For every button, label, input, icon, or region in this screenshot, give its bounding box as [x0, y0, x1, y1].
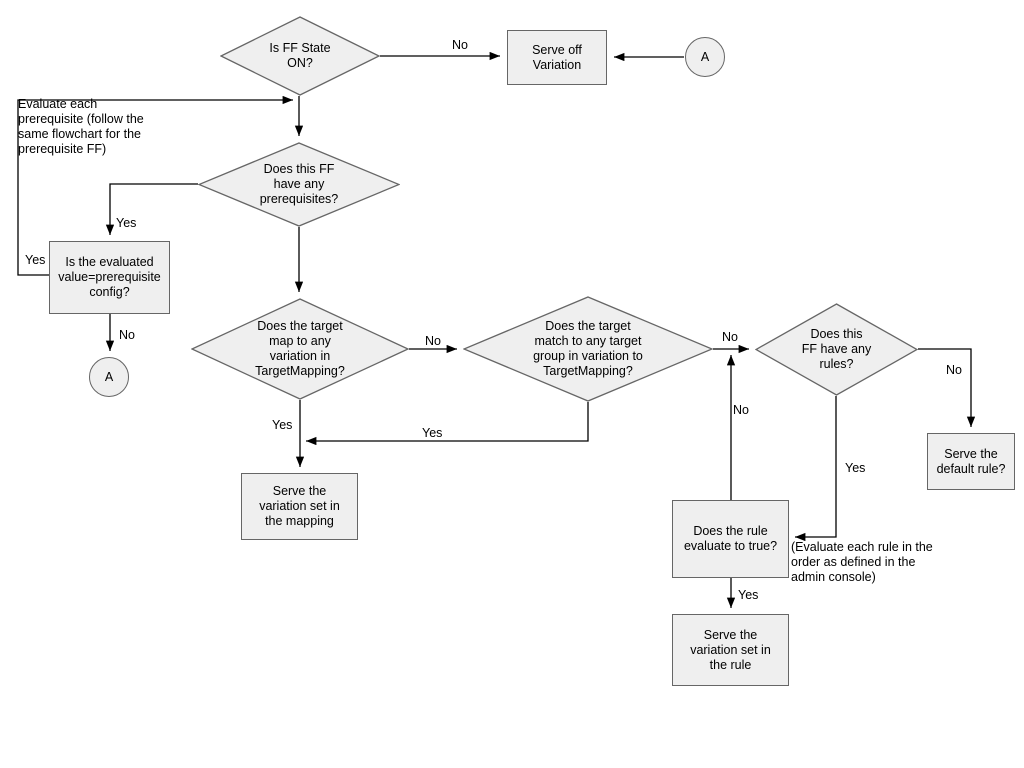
- edge-label-targetmap-yes: Yes: [272, 418, 293, 432]
- node-has-prerequisites[interactable]: Does this FF have any prerequisites?: [198, 142, 400, 227]
- edge-rules-yes: [795, 396, 837, 542]
- edge-label-ruletrue-no: No: [733, 403, 749, 417]
- edge-label-targetmatch-yes: Yes: [422, 426, 443, 440]
- node-ff-has-rules[interactable]: Does this FF have any rules?: [755, 303, 918, 396]
- node-does-rule-evaluate-true[interactable]: Does the rule evaluate to true?: [672, 500, 789, 578]
- edge-label-prereq-yes: Yes: [116, 216, 137, 230]
- node-label: Is FF State ON?: [269, 41, 331, 70]
- edge-label-rules-yes: Yes: [845, 461, 866, 475]
- node-serve-off-variation[interactable]: Serve off Variation: [507, 30, 607, 85]
- node-label: Serve the variation set in the mapping: [259, 484, 340, 528]
- node-label: Does the target match to any target grou…: [533, 319, 643, 378]
- node-target-match-target-group[interactable]: Does the target match to any target grou…: [463, 296, 713, 402]
- edge-evaluated-yes: [17, 95, 293, 276]
- node-label: Does this FF have any prerequisites?: [259, 162, 339, 206]
- node-label: Serve the variation set in the rule: [690, 627, 771, 672]
- edge-label-rules-no: No: [946, 363, 962, 377]
- node-serve-variation-set-in-rule[interactable]: Serve the variation set in the rule: [672, 614, 789, 686]
- node-label: Does this FF have any rules?: [801, 327, 872, 371]
- edge-prereq-yes: [105, 183, 198, 235]
- node-target-map-to-variation[interactable]: Does the target map to any variation in …: [191, 298, 409, 400]
- connector-a-top[interactable]: A: [685, 37, 725, 77]
- note-prerequisite: Evaluate each prerequisite (follow the s…: [18, 97, 144, 156]
- node-serve-default-rule[interactable]: Serve the default rule?: [927, 433, 1015, 490]
- node-label: Is the evaluated value=prerequisite conf…: [58, 255, 161, 299]
- connector-label: A: [104, 369, 114, 384]
- connector-a-bottom[interactable]: A: [89, 357, 129, 397]
- edge-rules-no: [918, 348, 976, 427]
- node-label: Serve the default rule?: [936, 446, 1006, 476]
- edge-label-evaluated-yes: Yes: [25, 253, 46, 267]
- edge-label-targetmap-no: No: [425, 334, 441, 348]
- edge-label-targetmatch-no: No: [722, 330, 738, 344]
- node-evaluated-value-equals-prerequisite-config[interactable]: Is the evaluated value=prerequisite conf…: [49, 241, 170, 314]
- node-label: Does the target map to any variation in …: [255, 319, 345, 378]
- node-is-ff-state-on[interactable]: Is FF State ON?: [220, 16, 380, 96]
- note-rule-order: (Evaluate each rule in the order as defi…: [791, 540, 933, 584]
- node-label: Does the rule evaluate to true?: [683, 524, 778, 553]
- connector-label: A: [700, 49, 710, 64]
- edge-label-ruletrue-yes: Yes: [738, 588, 759, 602]
- edge-label-ffstate-no: No: [452, 38, 468, 52]
- node-serve-variation-set-in-mapping[interactable]: Serve the variation set in the mapping: [241, 473, 358, 540]
- edge-label-evaluated-no: No: [119, 328, 135, 342]
- node-label: Serve off Variation: [532, 42, 582, 72]
- edge-targetmatch-yes: [306, 402, 589, 446]
